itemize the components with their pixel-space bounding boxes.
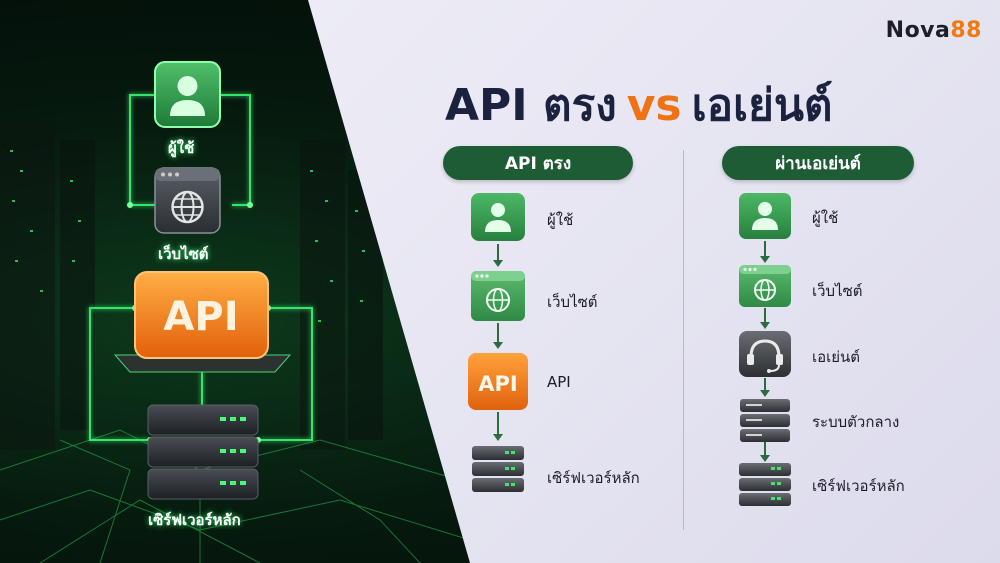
direct-step-user: ผู้ใช้ (547, 211, 574, 229)
agent-middleware-server-icon (740, 399, 790, 442)
illustration-server-label: เซิร์ฟเวอร์หลัก (148, 511, 241, 529)
website-tile (154, 167, 221, 234)
direct-api-icon: API (468, 353, 528, 410)
column-divider (683, 150, 684, 530)
direct-step-api: API (547, 373, 571, 391)
illustration-user-label: ผู้ใช้ (168, 139, 195, 157)
direct-api-header: API ตรง (443, 146, 633, 180)
agent-step-user: ผู้ใช้ (812, 209, 839, 227)
title-part1: API ตรง (445, 80, 617, 131)
direct-arrows (493, 244, 503, 441)
rack-lights (10, 150, 365, 322)
agent-headset-icon (739, 331, 791, 377)
direct-step-server: เซิร์ฟเวอร์หลัก (547, 469, 640, 487)
brand-prefix: Nova (885, 18, 951, 43)
agent-step-middleware: ระบบตัวกลาง (812, 413, 900, 431)
agent-website-icon (739, 265, 791, 307)
main-server-stack (147, 404, 259, 500)
api-platform: API (113, 271, 292, 373)
server-racks-background (0, 120, 383, 450)
agent-step-server: เซิร์ฟเวอร์หลัก (812, 477, 905, 495)
brand-logo: Nova88 (886, 18, 982, 43)
agent-user-icon (739, 193, 791, 239)
agent-header: ผ่านเอเย่นต์ (722, 146, 914, 180)
direct-server-icon (472, 446, 524, 492)
agent-arrows (760, 241, 770, 462)
agent-step-agent: เอเย่นต์ (812, 348, 861, 366)
illustration-website-label: เว็บไซต์ (158, 245, 209, 263)
direct-user-icon (471, 193, 525, 241)
direct-website-icon (471, 271, 525, 321)
api-tile-text: API (163, 294, 238, 340)
brand-suffix: 88 (950, 18, 982, 43)
agent-step-website: เว็บไซต์ (812, 282, 863, 300)
agent-main-server-icon (739, 463, 791, 506)
title-part2: เอเย่นต์ (691, 80, 833, 131)
title-vs: vs (626, 80, 682, 131)
svg-text:API: API (478, 372, 517, 396)
user-tile (154, 61, 221, 128)
direct-step-website: เว็บไซต์ (547, 293, 598, 311)
connector-lines (89, 94, 313, 441)
